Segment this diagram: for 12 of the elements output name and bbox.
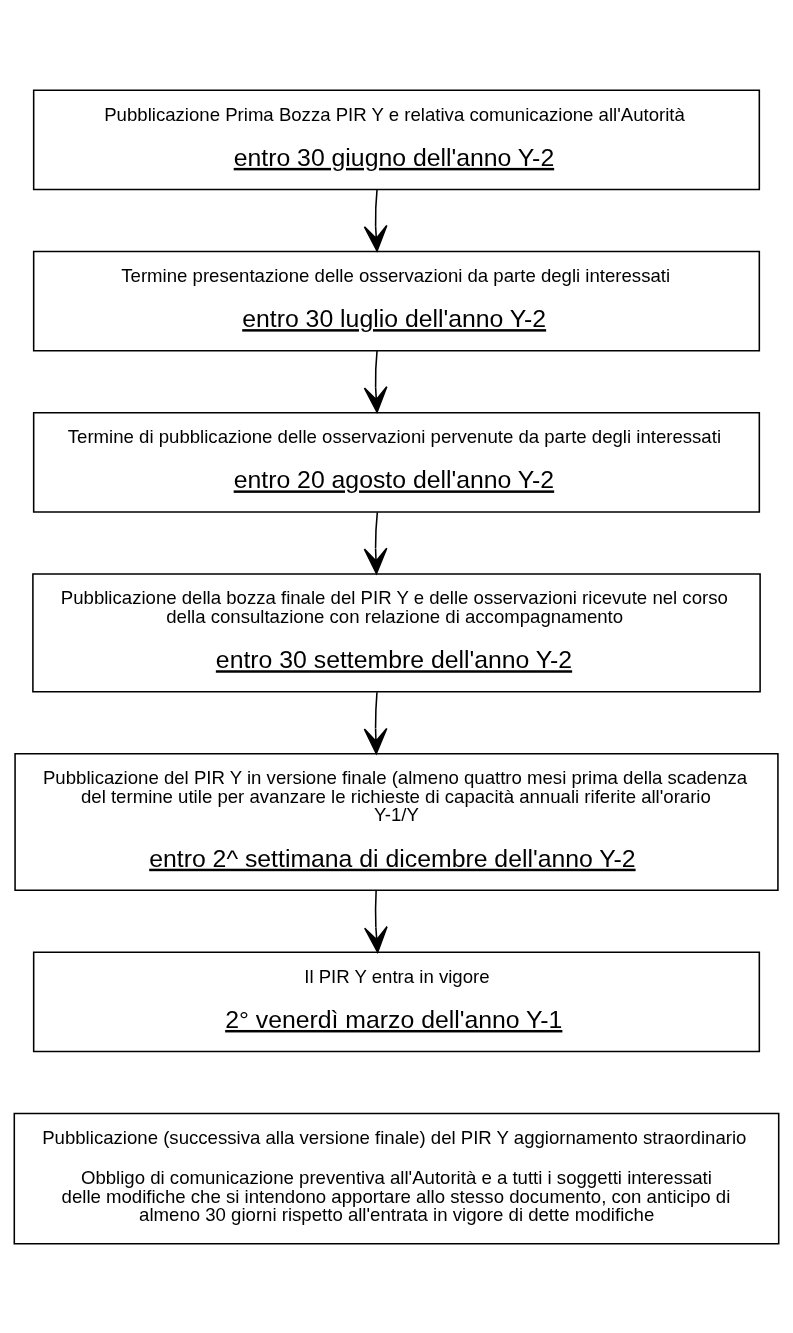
arrow [363, 188, 388, 252]
node-box: Pubblicazione della bozza finale del PIR Y e delle osservazioni ricevute nel corso della consultazione con relazione di accompagnamento entro 30 settembre dell'anno Y-2 [32, 572, 761, 693]
arrow [363, 349, 388, 413]
node-box: Il PIR Y entra in vigore 2° venerdì marzo dell'anno Y-1 [32, 951, 761, 1052]
arrow [363, 889, 388, 953]
arrow [363, 691, 388, 754]
node-box: Termine presentazione delle osservazioni da parte degli interessati entro 30 luglio dell'anno Y-2 [32, 250, 761, 351]
arrow [363, 511, 388, 574]
node-box: Termine di pubblicazione delle osservazioni pervenute da parte degli interessati entro 20 agosto dell'anno Y-2 [32, 411, 761, 513]
node-box: Pubblicazione (successiva alla versione finale) del PIR Y aggiornamento straordinario Obbligo di comunicazione preventiva all'Autorità e a tutti i soggetti interessati delle modifiche che si intendono apportare allo stesso documento, con anticipo di almeno 30 giorni rispetto all'entrata in vigore di dette modifiche [13, 1112, 780, 1245]
node-box: Pubblicazione del PIR Y in versione finale (almeno quattro mesi prima della scadenza del termine utile per avanzare le richieste di capacità annuali riferite all'orario Y-1/Y entro 2^ settimana di dicembre dell'anno Y-2 [14, 752, 779, 891]
node-box: Pubblicazione Prima Bozza PIR Y e relativa comunicazione all'Autorità entro 30 giugno dell'anno Y-2 [32, 88, 761, 190]
